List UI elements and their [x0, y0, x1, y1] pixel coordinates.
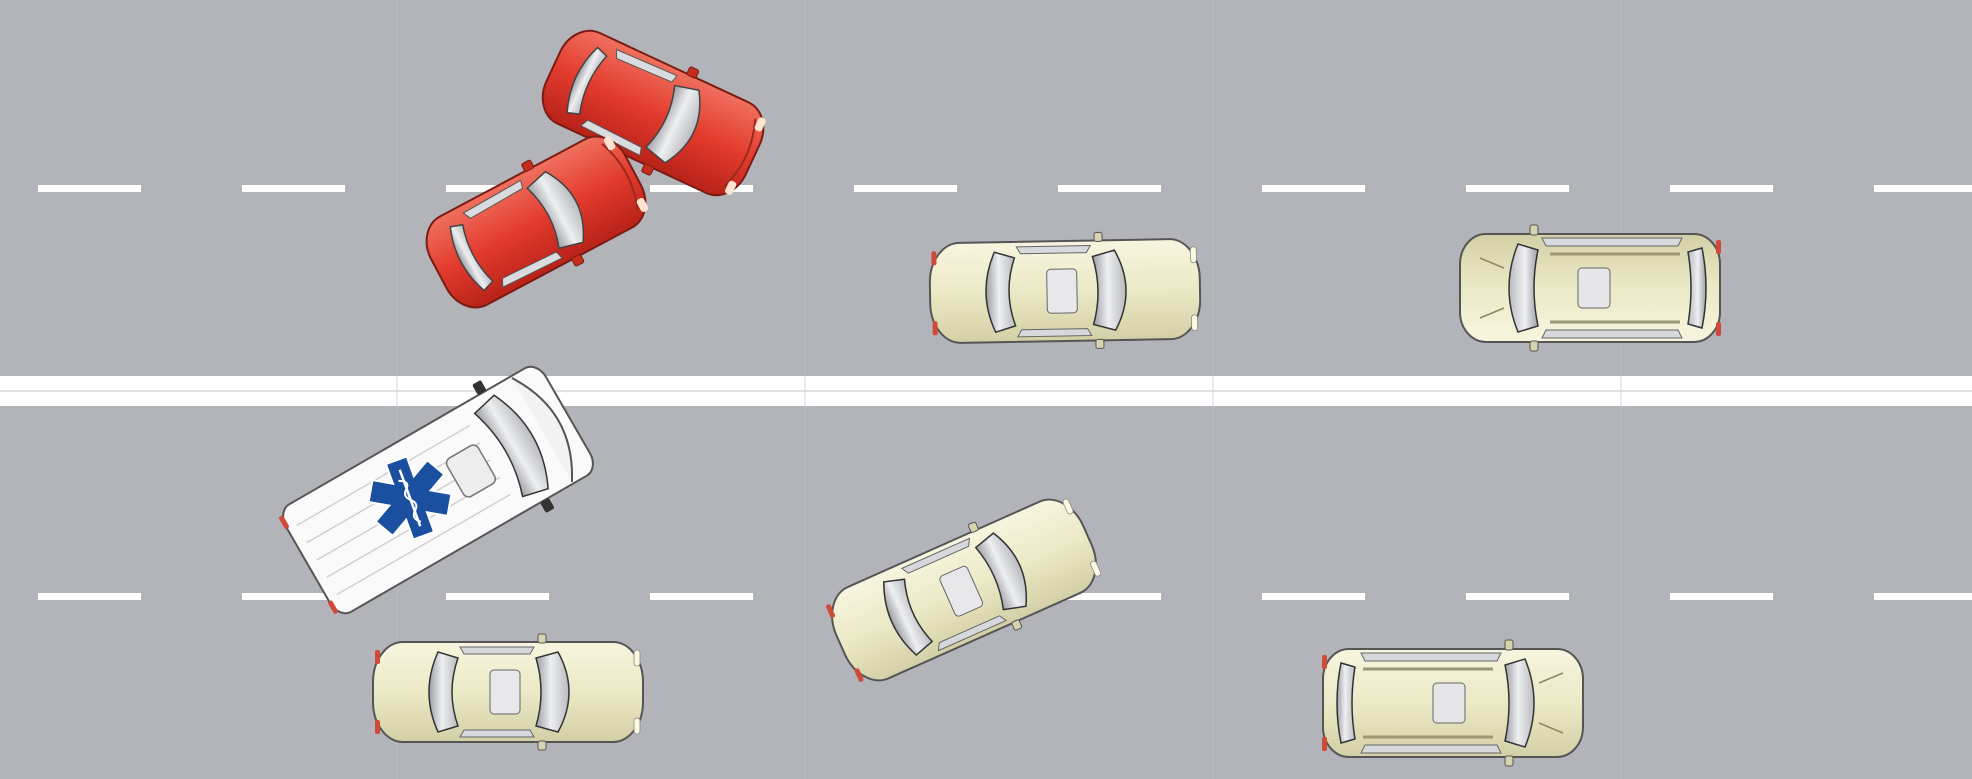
beige-suv-2: [1322, 640, 1583, 766]
beige-sedan-1: [929, 231, 1201, 352]
beige-suv-1: [1460, 225, 1721, 351]
beige-sedan-3: [373, 634, 643, 750]
center-median: [0, 376, 1972, 406]
